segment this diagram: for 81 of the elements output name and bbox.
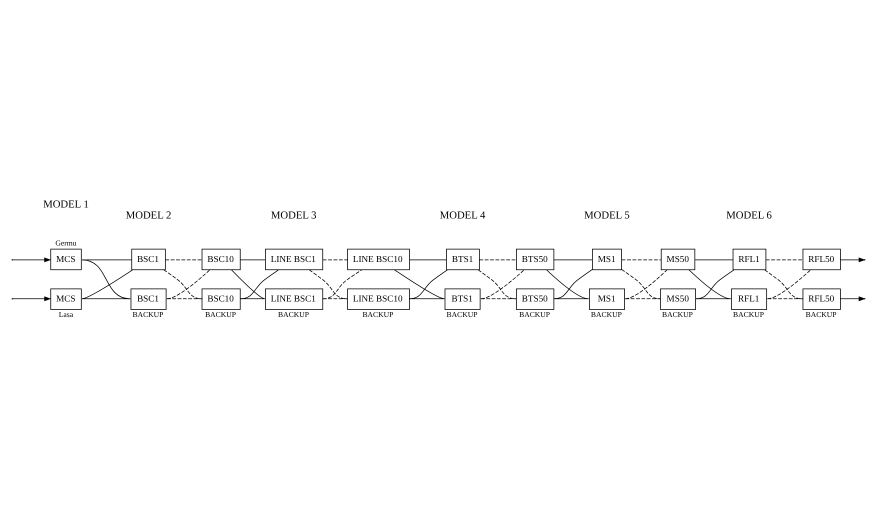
connector [408,298,445,300]
connector [408,270,448,300]
connector [240,270,279,300]
connector [554,259,593,260]
node-box: BTS50 [516,288,554,310]
node-label: BACKUP [132,310,164,320]
connector [409,259,447,260]
connector [478,269,516,300]
connector [322,298,348,300]
connector [624,298,661,300]
connector [82,259,131,300]
node-box: LINE BSC1 [265,288,324,310]
node-label: BACKUP [446,310,478,320]
label: MODEL 5 [584,209,630,222]
node-box: BSC1 [130,288,166,310]
node-label: BACKUP [519,310,550,320]
node-box: MS50 [660,288,696,310]
node-box: MCS [50,248,82,270]
node-box: RFL1 [731,288,768,310]
node-box: BTS1 [446,248,480,270]
connector [480,298,516,300]
node-box: BSC1 [131,248,166,270]
connector [764,269,803,300]
connector [480,269,525,300]
connector [695,270,734,300]
connector [479,259,517,260]
label: MODEL 6 [726,209,772,222]
label: MODEL 1 [43,198,89,211]
connector [322,259,348,260]
node-box: BTS1 [444,288,481,310]
connector [688,269,732,300]
connector [621,259,662,260]
node-box: MCS [50,288,82,310]
node-label: BACKUP [362,310,394,320]
label: MODEL 3 [270,209,317,222]
connector [767,298,803,300]
connector [82,298,131,300]
node-label: BACKUP [590,310,622,320]
connector [624,269,668,300]
connector [231,269,266,300]
label: MODEL 2 [126,209,172,222]
connector [240,298,266,300]
node-label: BACKUP [278,310,309,320]
connector [694,259,734,260]
node-box: RFL50 [802,288,841,310]
arrow [12,257,52,262]
connector [240,259,266,260]
node-box: BTS50 [516,248,554,270]
connector [766,259,804,260]
node-box: RFL50 [802,248,841,270]
connector [553,269,593,300]
node-box: BSC10 [202,248,241,270]
node-box: LINE BSC10 [347,288,410,310]
node-label: Lasa [58,310,74,320]
connector [621,269,661,300]
node-box: MS1 [589,288,625,310]
connector [308,269,348,300]
node-box: MS50 [660,248,696,270]
node-label: BACKUP [733,310,764,320]
connector [767,269,812,300]
node-box: LINE BSC1 [265,248,324,270]
connector [166,269,210,300]
node-label: Germu [55,238,77,248]
connector [553,298,590,300]
node-box: MS1 [592,248,622,270]
connector [165,259,202,260]
node-label: BACKUP [662,310,693,320]
node-box: LINE BSC10 [347,248,410,270]
node-box: BSC10 [202,288,241,310]
connector [695,298,732,300]
connector [163,269,202,300]
connector [166,298,202,300]
connector [322,269,362,300]
node-label: BACKUP [205,310,236,320]
connector [546,269,590,300]
arrow [12,296,52,302]
node-label: BACKUP [806,310,837,320]
node-box: RFL1 [732,248,766,270]
label: MODEL 4 [440,209,486,222]
connector [82,269,134,300]
connector [394,269,445,300]
